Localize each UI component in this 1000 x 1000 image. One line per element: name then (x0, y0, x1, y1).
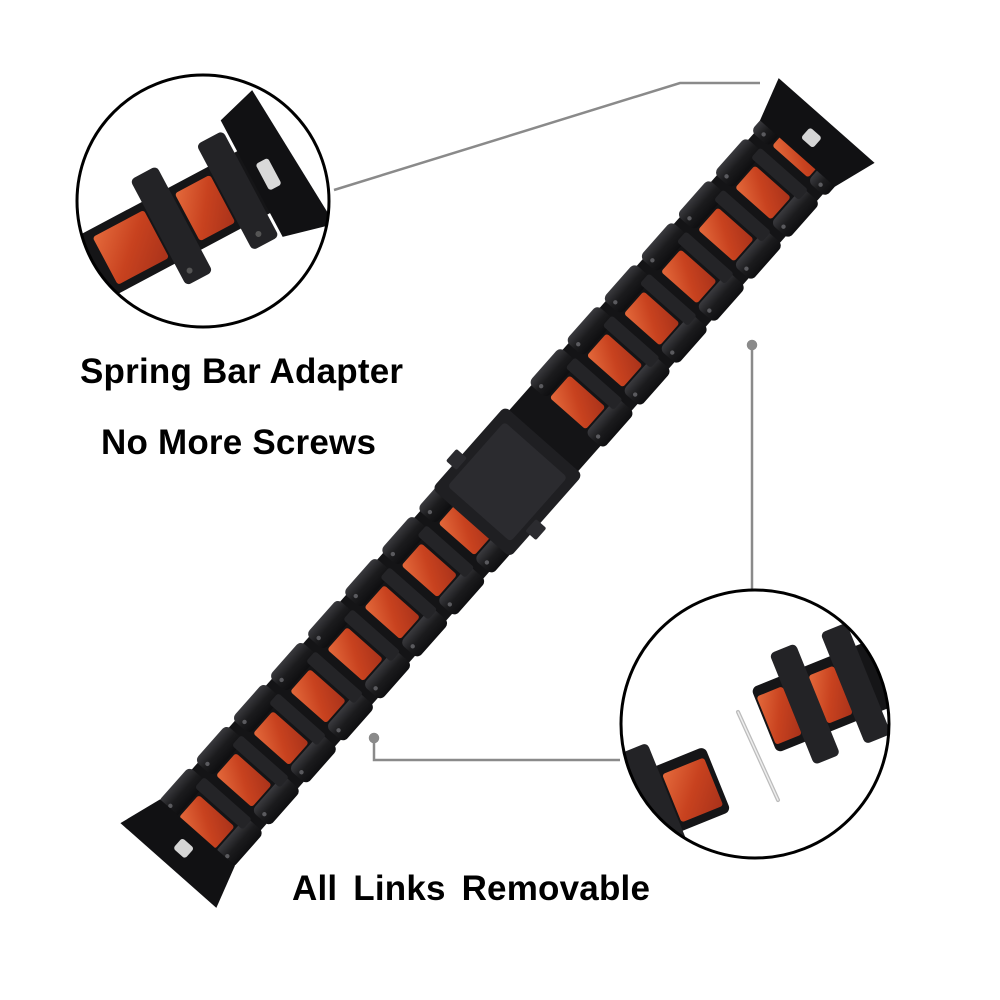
band-link-center (566, 358, 622, 409)
band-adapter-top (760, 78, 875, 187)
caption-no-more-screws: No More Screws (101, 423, 377, 462)
band-wood-insert (550, 376, 605, 429)
band-link-center (640, 274, 696, 325)
band-pin (781, 224, 786, 229)
band-pin (242, 719, 247, 725)
band-wood-insert (587, 334, 642, 387)
band-pin (613, 300, 618, 305)
band-pin (707, 308, 712, 313)
band-link-center (344, 610, 400, 661)
band-pin (484, 560, 490, 565)
band-pin (632, 392, 638, 397)
band-pin (262, 812, 267, 817)
band-pin (595, 434, 601, 439)
band-link-center (715, 190, 770, 241)
band-pin (205, 761, 210, 767)
band-pin (447, 602, 452, 607)
band-wood-insert (291, 670, 345, 723)
caption-all-links-removable: All Links Removable (292, 869, 651, 908)
band-pin (744, 266, 749, 271)
band-pin (390, 551, 396, 557)
band-adapter-button (174, 838, 194, 858)
band-wood-insert (254, 712, 308, 764)
band-link-center (233, 736, 288, 787)
band-link-center (307, 652, 362, 703)
band-clasp-button (446, 449, 467, 470)
band-wood-insert (217, 754, 271, 806)
band-wood-insert (736, 166, 790, 219)
band-clasp-button (526, 519, 546, 540)
band-wood-insert (699, 208, 753, 261)
band-wood-insert (439, 502, 494, 555)
band-pin (650, 258, 655, 263)
spring-bar-adapter-closeup (75, 73, 331, 329)
band-adapter-button (801, 128, 821, 148)
band-pin (279, 677, 284, 683)
band-wood-insert (625, 292, 679, 345)
band-pin (336, 728, 341, 733)
leader-lines (333, 81, 760, 762)
caption-spring-bar-adapter: Spring Bar Adapter (80, 352, 404, 391)
band-pin (373, 686, 378, 691)
band-pin (168, 803, 173, 809)
band-pin (316, 635, 321, 641)
band-pin (670, 350, 675, 355)
band-adapter-bottom (120, 799, 235, 908)
band-pin (761, 132, 766, 137)
band-pin (410, 644, 415, 649)
band-pin (299, 770, 304, 775)
band-link-center (270, 694, 325, 745)
band-pin (427, 509, 433, 515)
band-pin (818, 182, 823, 187)
band-clasp-plate (449, 423, 566, 541)
band-link-center (418, 526, 474, 577)
band-pin (687, 216, 692, 221)
band-wood-insert (328, 628, 382, 681)
band-wood-insert (365, 586, 419, 639)
band-link-center (677, 232, 733, 283)
band-pin (576, 342, 581, 347)
band-wood-insert (402, 544, 456, 597)
band-link-center (603, 316, 659, 367)
band-wood-insert (180, 796, 234, 848)
watch-band (120, 78, 875, 908)
removable-link-pin-closeup (619, 588, 891, 860)
band-pin (353, 593, 358, 599)
band-link-center (752, 148, 807, 200)
band-pin (724, 174, 729, 179)
band-pin (538, 384, 544, 389)
band-pin (225, 853, 230, 859)
band-link-center (195, 778, 251, 829)
band-link-center (381, 568, 437, 619)
band-wood-insert (662, 250, 716, 303)
